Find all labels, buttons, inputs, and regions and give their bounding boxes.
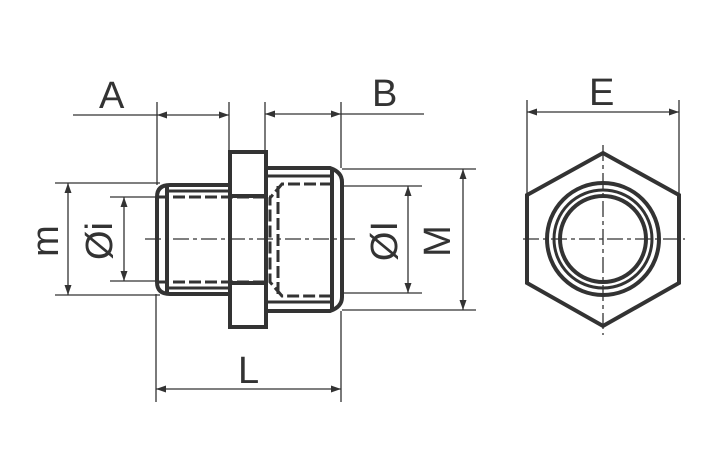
label-m-large: M (417, 225, 459, 257)
dimension-b (264, 102, 424, 168)
dimension-m-large (342, 168, 476, 311)
side-view (145, 150, 355, 329)
dimension-phi-i (110, 196, 157, 282)
label-b: B (372, 73, 398, 115)
label-a: A (99, 75, 125, 117)
dimension-e (526, 100, 680, 195)
end-view (523, 145, 685, 335)
large-thread-end (266, 166, 344, 313)
label-e: E (589, 72, 615, 114)
dimension-m-small (55, 182, 160, 296)
dimension-a (73, 102, 230, 185)
label-phi-i: Øi (79, 222, 121, 260)
dimension-l (155, 294, 342, 402)
dimension-phi-big-i (342, 185, 422, 294)
label-m-small: m (25, 225, 67, 257)
label-l: L (238, 350, 260, 392)
label-phi-big-i: ØI (364, 220, 406, 262)
